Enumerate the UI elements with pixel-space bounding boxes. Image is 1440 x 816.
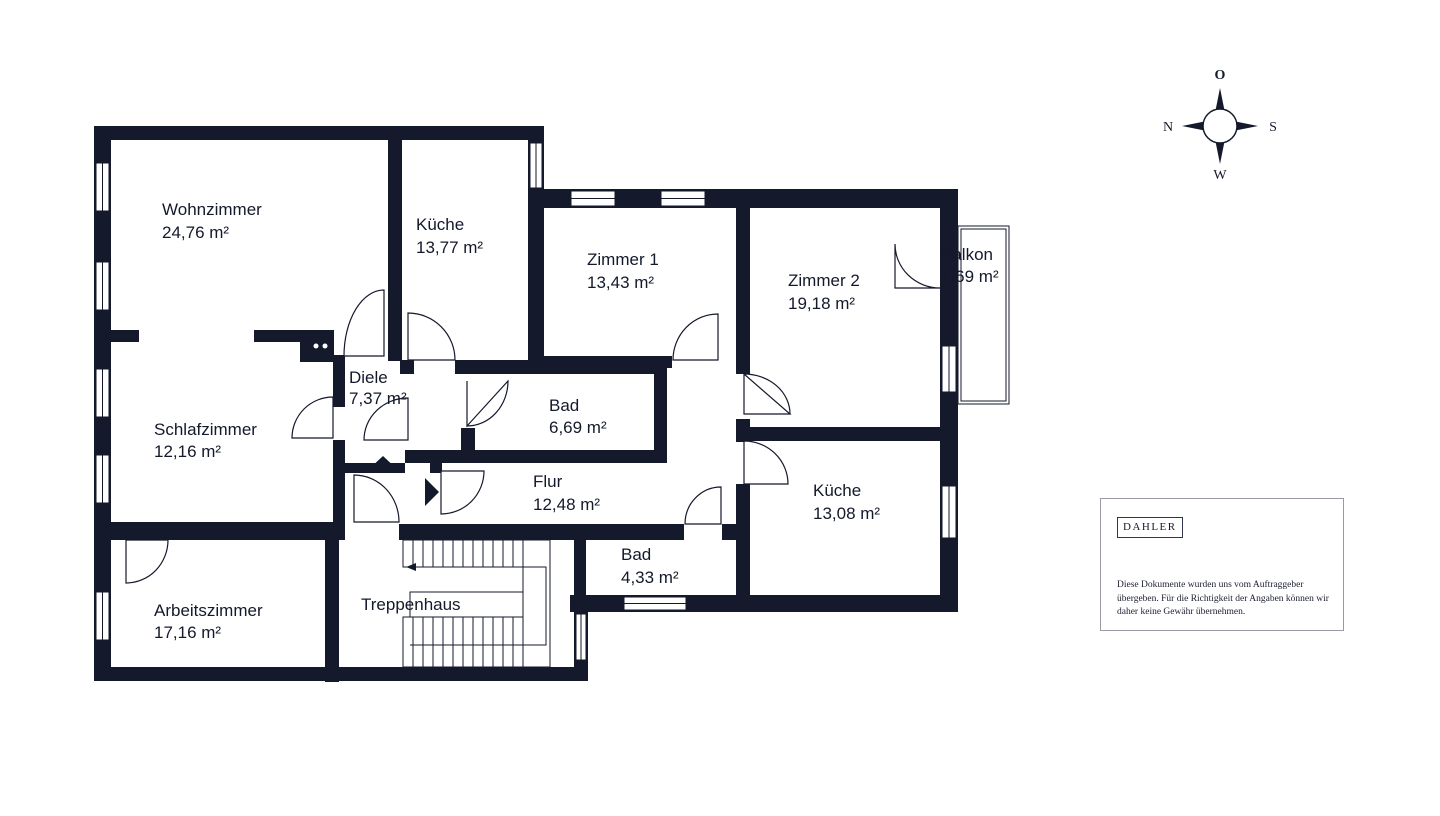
window-treppenhaus <box>575 613 587 661</box>
room-name-treppenhaus: Treppenhaus <box>361 595 461 614</box>
door-diele-center <box>363 397 409 441</box>
room-name-bad-2: Bad <box>621 545 651 564</box>
window-zimmer2 <box>941 345 957 393</box>
window-zimmer1-b <box>660 190 706 207</box>
window-left-5 <box>95 591 110 641</box>
room-area-diele: 7,37 m² <box>349 389 407 408</box>
door-kueche-2 <box>743 440 789 485</box>
room-name-kueche-1: Küche <box>416 215 464 234</box>
room-name-bad-1: Bad <box>549 396 579 415</box>
room-area-kueche-2: 13,08 m² <box>813 504 880 523</box>
room-area-balkon: 1,69 m² <box>941 267 999 286</box>
disclaimer-box: DAHLER Diese Dokumente wurden uns vom Au… <box>1100 498 1344 631</box>
room-name-zimmer-1: Zimmer 1 <box>587 250 659 269</box>
window-zimmer1-a <box>570 190 616 207</box>
room-name-diele: Diele <box>349 368 388 387</box>
window-kueche-2 <box>941 485 957 539</box>
room-name-arbeitszimmer: Arbeitszimmer <box>154 601 263 620</box>
door-balkon <box>894 243 941 289</box>
entry-arrow-right <box>425 478 439 506</box>
door-entry <box>440 470 485 515</box>
door-bad-2 <box>684 486 722 525</box>
door-arbeitszimmer <box>125 539 169 584</box>
room-area-bad-2: 4,33 m² <box>621 568 679 587</box>
room-labels: Wohnzimmer 24,76 m² Küche 13,77 m² Zimme… <box>154 200 999 642</box>
window-left-3 <box>95 368 110 418</box>
windows <box>95 142 957 661</box>
door-bad-1 <box>466 379 509 428</box>
door-zimmer-1 <box>672 313 719 361</box>
window-left-2 <box>95 261 110 311</box>
door-kueche-1 <box>407 312 456 361</box>
room-area-bad-1: 6,69 m² <box>549 418 607 437</box>
compass-label-right: S <box>1269 120 1277 135</box>
room-area-zimmer-2: 19,18 m² <box>788 294 855 313</box>
room-name-balkon: Balkon <box>941 245 993 264</box>
window-left-1 <box>95 162 110 212</box>
room-name-flur: Flur <box>533 472 563 491</box>
room-area-wohnzimmer: 24,76 m² <box>162 223 229 242</box>
compass-label-top: O <box>1215 68 1226 83</box>
room-area-zimmer-1: 13,43 m² <box>587 273 654 292</box>
door-wohnzimmer <box>343 289 385 357</box>
door-zimmer-2 <box>743 372 792 415</box>
door-schlafzimmer <box>291 396 334 439</box>
room-name-kueche-2: Küche <box>813 481 861 500</box>
brand-logo: DAHLER <box>1117 517 1183 538</box>
window-left-4 <box>95 454 110 504</box>
window-bad-2 <box>623 596 687 611</box>
staircase <box>402 539 551 668</box>
door-treppenhaus <box>353 474 400 523</box>
room-name-schlafzimmer: Schlafzimmer <box>154 420 257 439</box>
room-area-schlafzimmer: 12,16 m² <box>154 442 221 461</box>
room-name-zimmer-2: Zimmer 2 <box>788 271 860 290</box>
entry-markers <box>313 343 439 506</box>
room-area-flur: 12,48 m² <box>533 495 600 514</box>
entry-arrow-up <box>368 456 398 470</box>
compass-rose-icon: O N S W <box>1163 68 1277 183</box>
balcony-outline <box>957 225 1010 405</box>
compass-label-bottom: W <box>1213 168 1227 183</box>
room-name-wohnzimmer: Wohnzimmer <box>162 200 262 219</box>
disclaimer-text: Diese Dokumente wurden uns vom Auftragge… <box>1117 580 1329 617</box>
compass-label-left: N <box>1163 120 1173 135</box>
room-area-kueche-1: 13,77 m² <box>416 238 483 257</box>
window-kueche-1 <box>529 142 543 189</box>
room-area-arbeitszimmer: 17,16 m² <box>154 623 221 642</box>
doors <box>125 243 941 584</box>
